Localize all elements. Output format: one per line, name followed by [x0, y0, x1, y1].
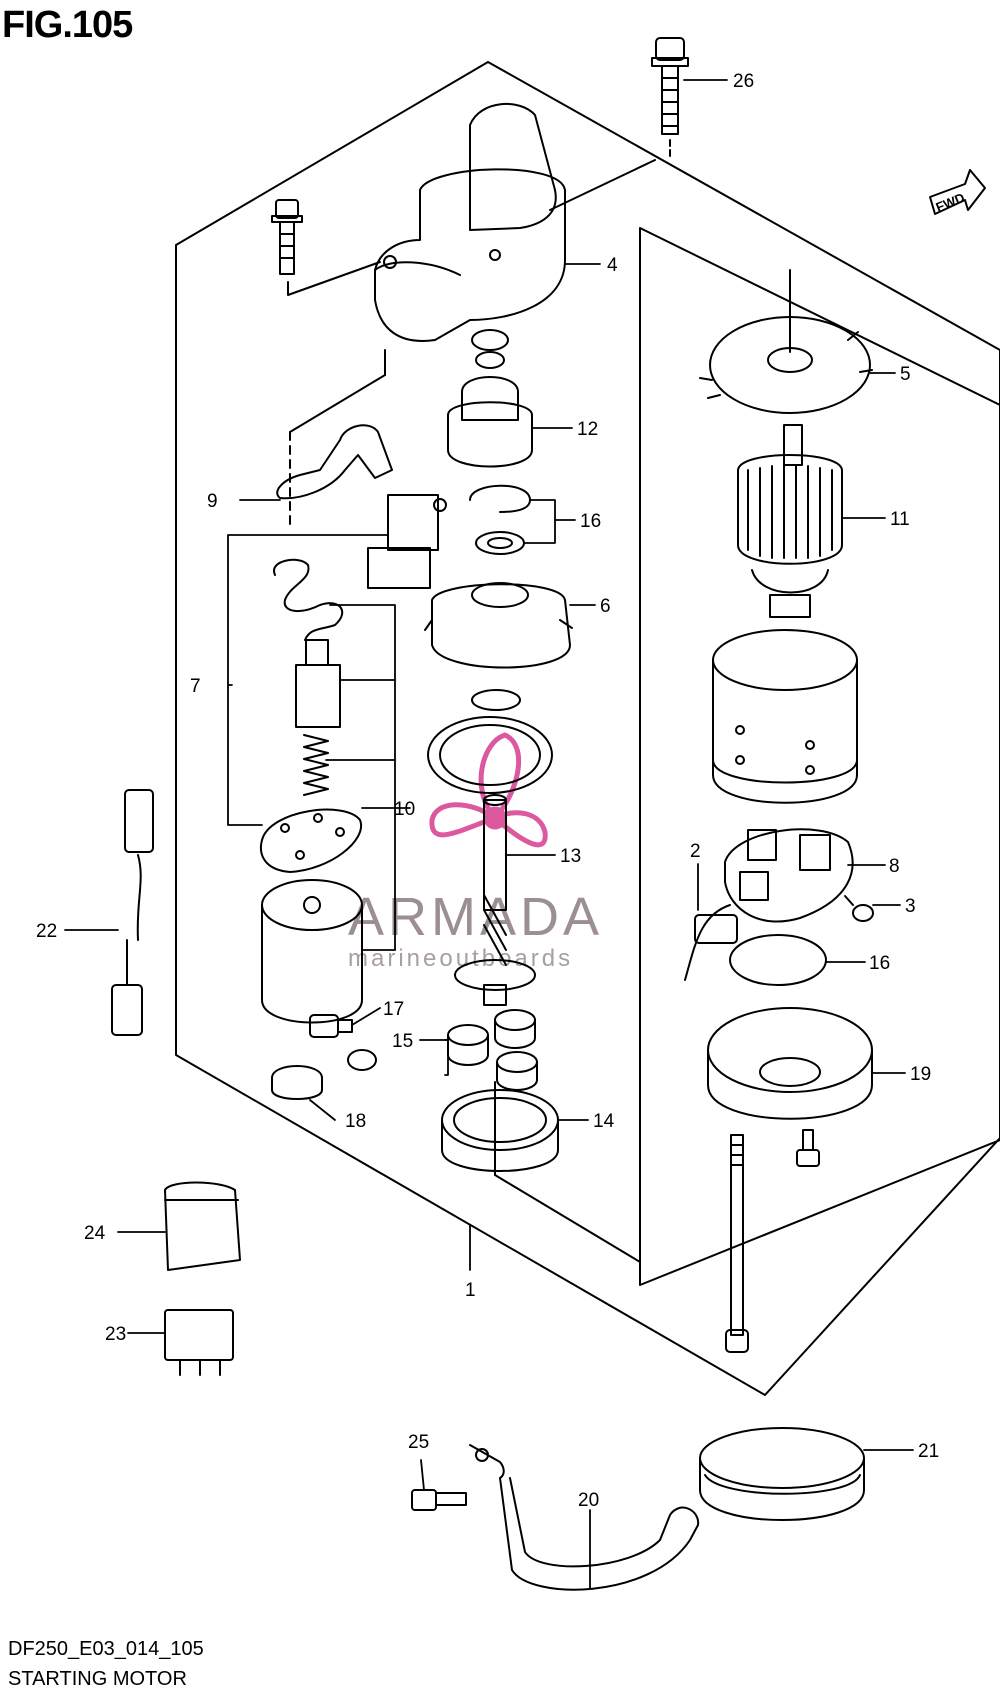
callout-16b: 16 — [869, 953, 890, 974]
part-16-clip — [469, 484, 531, 555]
part-19-end-cover — [707, 1007, 873, 1120]
callout-16a: 16 — [580, 511, 601, 532]
part-14-ring-gear — [441, 1089, 559, 1172]
part-21-band — [699, 1427, 865, 1521]
part-20-strap — [469, 1444, 700, 1591]
part-4-cover — [374, 102, 566, 342]
part-17-screw — [309, 1014, 353, 1038]
figure-code: DF250_E03_014_105 — [8, 1638, 204, 1660]
callout-18: 18 — [345, 1111, 366, 1132]
part-gasket-ring — [427, 716, 553, 794]
watermark-brand: ARMADA — [348, 887, 603, 947]
part-22-harness — [111, 789, 154, 1036]
callout-22: 22 — [36, 921, 57, 942]
callout-20: 20 — [578, 1490, 599, 1511]
callout-5: 5 — [900, 364, 911, 385]
part-9-lever — [276, 424, 393, 500]
callout-13: 13 — [560, 846, 581, 867]
part-2-wire — [684, 904, 738, 981]
part-5-plate — [699, 269, 873, 414]
part-yoke — [712, 629, 858, 804]
callout-6: 6 — [600, 596, 611, 617]
callout-24: 24 — [84, 1223, 106, 1244]
part-spring — [303, 734, 329, 796]
part-washer-center — [471, 689, 521, 711]
callout-25: 25 — [408, 1432, 429, 1453]
callout-12: 12 — [577, 419, 598, 440]
part-15-gears — [447, 1009, 538, 1091]
part-16-washer-right — [729, 934, 827, 986]
callout-10: 10 — [394, 799, 415, 820]
callout-14: 14 — [593, 1111, 615, 1132]
subassembly-boundary — [639, 227, 1000, 1286]
part-plunger-housing — [367, 494, 447, 589]
assembly-boundary — [175, 61, 1000, 1396]
callout-4: 4 — [607, 255, 618, 276]
part-6-housing — [424, 582, 573, 669]
callout-labels: 26 4 5 12 9 16 11 6 7 10 13 2 8 3 22 16 … — [36, 71, 939, 1511]
part-24-relay — [164, 1181, 241, 1271]
part-nut — [347, 1049, 377, 1071]
part-spring-clip — [273, 558, 344, 641]
part-3-nut — [844, 895, 874, 922]
part-13-shaft — [454, 794, 536, 1006]
callout-7: 7 — [190, 676, 201, 697]
callout-11: 11 — [890, 509, 910, 530]
fwd-arrow-icon: FWD — [929, 169, 986, 215]
callout-1: 1 — [465, 1280, 476, 1301]
part-23-relay — [164, 1309, 234, 1376]
part-25-bolt — [411, 1489, 467, 1511]
callout-8: 8 — [889, 856, 900, 877]
callout-17: 17 — [383, 999, 404, 1020]
part-through-bolt — [725, 1134, 749, 1353]
part-18-clip — [271, 1065, 323, 1100]
callout-2: 2 — [690, 841, 701, 862]
part-12-pinion — [447, 329, 533, 468]
part-26-bolt — [651, 37, 689, 161]
part-motor-body — [261, 879, 363, 1024]
leader-lines — [64, 79, 914, 1589]
callout-26: 26 — [733, 71, 754, 92]
figure-title: FIG.105 — [2, 4, 133, 46]
figure-name: STARTING MOTOR — [8, 1668, 187, 1690]
callout-21: 21 — [918, 1441, 939, 1462]
watermark-propeller-icon — [429, 732, 548, 848]
part-bolt-small — [271, 199, 303, 275]
part-flange-plate — [260, 808, 363, 873]
callout-3: 3 — [905, 896, 916, 917]
part-screw-19 — [796, 1129, 820, 1167]
callout-19: 19 — [910, 1064, 931, 1085]
callout-23: 23 — [105, 1324, 126, 1345]
part-8-brush-holder — [724, 828, 854, 923]
part-11-armature — [737, 424, 843, 618]
callout-15: 15 — [392, 1031, 413, 1052]
callout-9: 9 — [207, 491, 218, 512]
part-plunger — [295, 639, 341, 728]
